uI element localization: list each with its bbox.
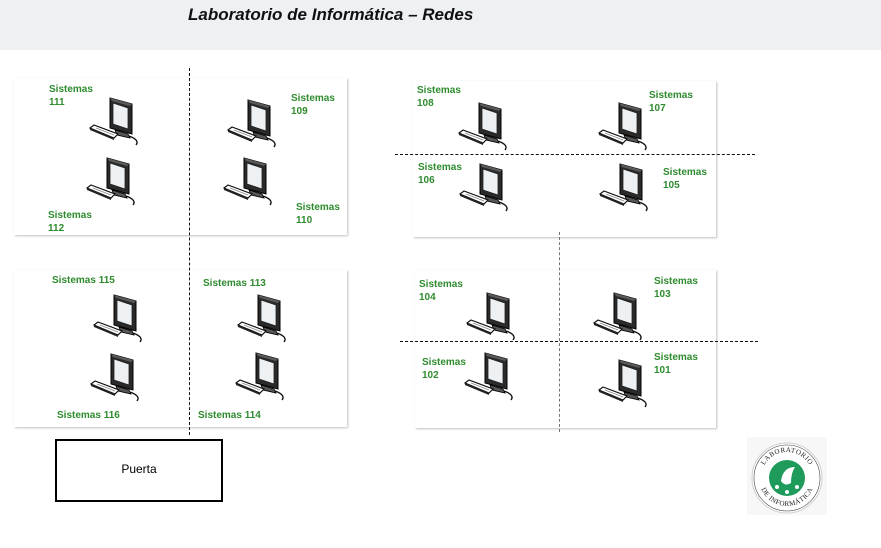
title-bar: Laboratorio de Informática – Redes: [0, 0, 881, 50]
computer-icon: [226, 94, 282, 152]
label-sistemas-115: Sistemas 115: [52, 275, 115, 286]
door: Puerta: [55, 439, 223, 502]
label-sistemas-113: Sistemas 113: [203, 278, 266, 289]
divider-horizontal-bottom: [400, 341, 758, 342]
block-top-right: [413, 81, 716, 237]
computer-icon: [222, 152, 278, 210]
label-sistemas-116: Sistemas 116: [57, 410, 120, 421]
computer-icon: [463, 347, 519, 405]
computer-icon: [234, 347, 290, 405]
divider-vertical-left: [189, 68, 190, 435]
block-top-left: [14, 78, 347, 235]
computer-icon: [592, 287, 648, 345]
divider-horizontal-top: [395, 154, 755, 155]
laboratorio-logo: LABORATORIO DE INFORMÁTICA: [747, 437, 827, 515]
computer-icon: [85, 152, 141, 210]
computer-icon: [89, 348, 145, 406]
computer-icon: [88, 92, 144, 150]
computer-icon: [597, 97, 653, 155]
block-bottom-left: [14, 270, 347, 427]
computer-icon: [236, 289, 292, 347]
computer-icon: [458, 158, 514, 216]
divider-vertical-right: [559, 232, 560, 432]
computer-icon: [457, 97, 513, 155]
computer-icon: [92, 289, 148, 347]
page-title: Laboratorio de Informática – Redes: [188, 5, 474, 24]
computer-icon: [598, 158, 654, 216]
block-bottom-right: [415, 270, 716, 428]
computer-icon: [465, 287, 521, 345]
label-sistemas-114: Sistemas 114: [198, 410, 261, 421]
door-label: Puerta: [121, 462, 157, 476]
computer-icon: [597, 354, 653, 412]
